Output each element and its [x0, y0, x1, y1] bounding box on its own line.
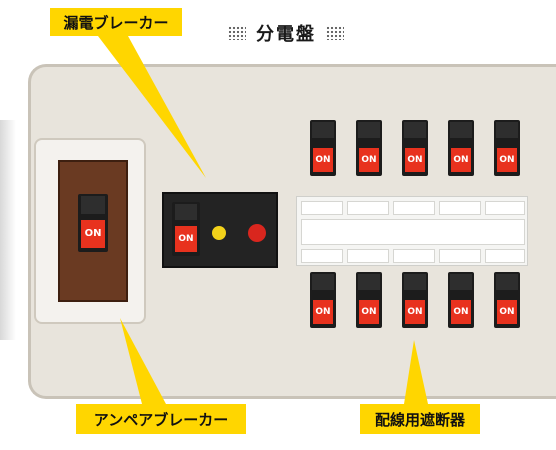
title-dots-left-icon: [228, 26, 246, 40]
ampere-breaker-on-label: ON: [81, 220, 105, 248]
branch-breaker-switch-bottom-4[interactable]: ON: [448, 272, 474, 328]
branch-bottom-on-label: ON: [497, 300, 517, 324]
label-cell: [439, 249, 481, 263]
label-cell: [347, 201, 389, 215]
branch-breaker-switch-top-2[interactable]: ON: [356, 120, 382, 176]
label-ampere-breaker: アンペアブレーカー: [76, 404, 246, 434]
label-cell: [393, 201, 435, 215]
branch-bottom-on-label: ON: [405, 300, 425, 324]
label-cell: [485, 249, 525, 263]
label-cell: [393, 249, 435, 263]
branch-top-on-label: ON: [359, 148, 379, 172]
leakage-breaker-on-label: ON: [175, 226, 197, 252]
pointer-branch-breaker: [404, 340, 428, 404]
left-edge-shadow: [0, 120, 16, 340]
branch-breaker-switch-bottom-5[interactable]: ON: [494, 272, 520, 328]
test-button-red[interactable]: [248, 224, 266, 242]
branch-bottom-on-label: ON: [313, 300, 333, 324]
branch-top-on-label: ON: [313, 148, 333, 172]
indicator-lamp-yellow: [212, 226, 226, 240]
label-cell: [301, 201, 343, 215]
title-dots-right-icon: [326, 26, 344, 40]
label-cell: [347, 249, 389, 263]
branch-bottom-on-label: ON: [451, 300, 471, 324]
diagram-title: 分電盤: [256, 24, 316, 45]
label-branch-breaker: 配線用遮断器: [360, 404, 480, 434]
branch-breaker-switch-bottom-1[interactable]: ON: [310, 272, 336, 328]
label-leakage-breaker: 漏電ブレーカー: [50, 8, 182, 36]
branch-breaker-switch-top-1[interactable]: ON: [310, 120, 336, 176]
pointer-leakage-breaker: [98, 36, 206, 178]
branch-top-on-label: ON: [405, 148, 425, 172]
branch-breaker-switch-top-3[interactable]: ON: [402, 120, 428, 176]
branch-breaker-switch-top-4[interactable]: ON: [448, 120, 474, 176]
branch-top-on-label: ON: [451, 148, 471, 172]
label-cell: [439, 201, 481, 215]
branch-breaker-switch-bottom-2[interactable]: ON: [356, 272, 382, 328]
branch-bottom-on-label: ON: [359, 300, 379, 324]
branch-top-on-label: ON: [497, 148, 517, 172]
branch-label-strip: [296, 196, 528, 266]
leakage-breaker-switch[interactable]: ON: [172, 202, 200, 256]
title-area: 分電盤: [0, 0, 556, 60]
pointer-ampere-breaker: [120, 318, 166, 404]
label-cell-wide: [301, 219, 525, 245]
label-cell: [301, 249, 343, 263]
label-cell: [485, 201, 525, 215]
ampere-breaker-switch[interactable]: ON: [78, 194, 108, 252]
branch-breaker-switch-bottom-3[interactable]: ON: [402, 272, 428, 328]
branch-breaker-switch-top-5[interactable]: ON: [494, 120, 520, 176]
